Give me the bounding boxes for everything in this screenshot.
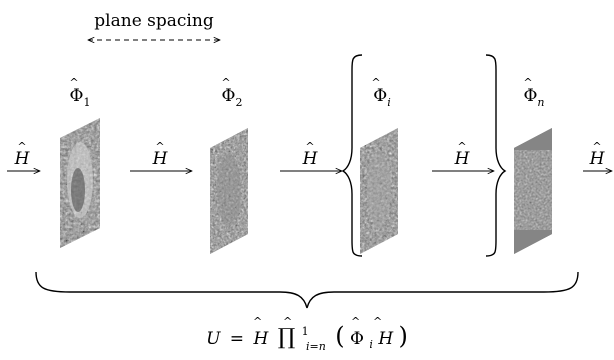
svg-text:^: ^ (371, 76, 380, 89)
svg-text:Φi: Φi (373, 86, 390, 109)
propagator-4: H ^ (583, 140, 612, 171)
svg-text:^: ^ (69, 76, 78, 89)
phase-label-2: Φ2 ^ (221, 76, 242, 109)
right-brace (485, 54, 507, 257)
left-brace (341, 54, 363, 257)
svg-text:U = H ∏: U = H ∏ 1 i=n ( Φ i H ) (206, 320, 408, 355)
svg-text:H: H (14, 149, 31, 169)
svg-text:^: ^ (253, 315, 262, 328)
svg-text:^: ^ (155, 140, 164, 153)
bottom-brace (35, 271, 579, 309)
svg-text:^: ^ (305, 140, 314, 153)
svg-text:H: H (152, 149, 169, 169)
phase-plate-n (514, 128, 552, 254)
svg-text:Φ1: Φ1 (70, 86, 91, 109)
svg-text:^: ^ (373, 315, 382, 328)
svg-text:^: ^ (351, 315, 360, 328)
phase-label-1: Φ1 ^ (69, 76, 90, 109)
phase-plate-2 (210, 128, 248, 254)
svg-text:H: H (454, 149, 471, 169)
propagator-1: H ^ (130, 140, 192, 171)
svg-text:H: H (302, 149, 319, 169)
svg-text:^: ^ (283, 315, 292, 328)
svg-text:^: ^ (592, 140, 601, 153)
svg-text:^: ^ (523, 76, 532, 89)
propagator-3: H ^ (432, 140, 494, 171)
plane-spacing-label: plane spacing (94, 11, 214, 31)
svg-text:^: ^ (221, 76, 230, 89)
phase-plate-1 (60, 118, 100, 248)
svg-text:^: ^ (457, 140, 466, 153)
phase-label-i: Φi ^ (371, 76, 390, 109)
formula: U = H ∏ 1 i=n ( Φ i H ) ^ ^ ^ ^ (206, 315, 408, 355)
svg-text:H: H (589, 149, 606, 169)
propagator-2: H ^ (280, 140, 342, 171)
phase-plate-i (360, 128, 398, 254)
propagator-0: H ^ (7, 140, 40, 171)
svg-text:^: ^ (17, 140, 26, 153)
svg-text:Φn: Φn (523, 86, 544, 109)
phase-label-n: Φn ^ (523, 76, 544, 109)
svg-text:Φ2: Φ2 (222, 86, 243, 109)
